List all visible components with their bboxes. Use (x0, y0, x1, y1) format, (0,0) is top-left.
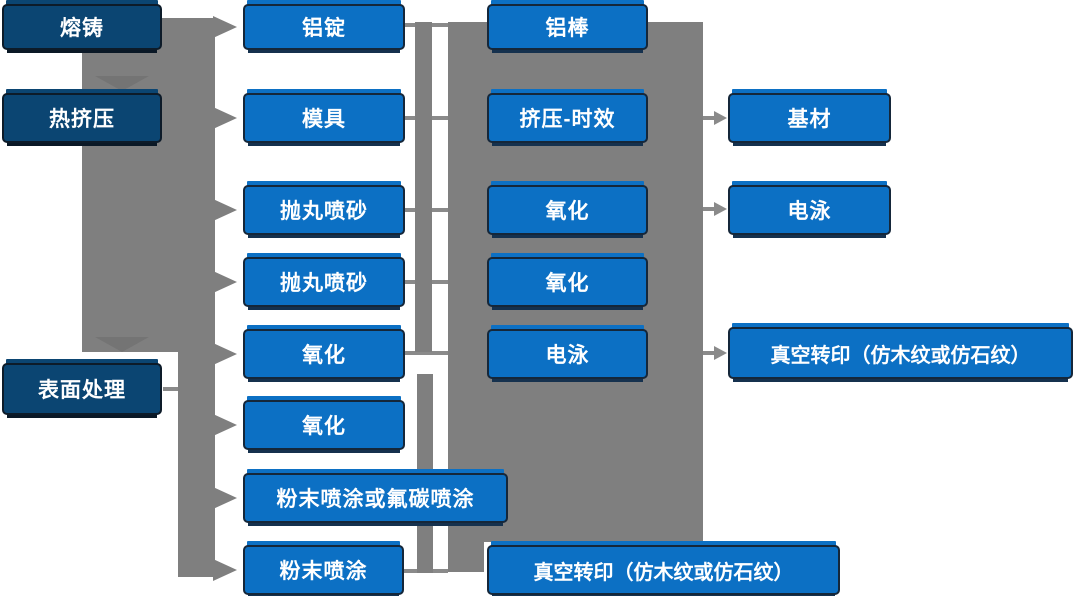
down-arrow-icon-to-hot-extrusion (95, 76, 149, 91)
column3-panel-foot (448, 542, 484, 572)
node-powder-or-fluorocarbon-coating: 粉末喷涂或氟碳喷涂 (243, 473, 508, 523)
node-mold: 模具 (243, 93, 405, 143)
node-base-material: 基材 (728, 93, 891, 143)
node-aluminum-rod: 铝棒 (487, 4, 648, 50)
node-shot-blasting-1: 抛丸喷砂 (243, 185, 405, 235)
arrow-icon-row-6 (213, 414, 237, 436)
node-melting: 熔铸 (2, 4, 162, 50)
node-oxidation-1: 氧化 (243, 329, 405, 379)
flow-band-main (82, 18, 215, 352)
surface-treatment-link-line (163, 387, 178, 391)
node-electrophoresis-1: 电泳 (487, 329, 648, 379)
node-surface-treatment: 表面处理 (2, 363, 162, 415)
node-electrophoresis-2: 电泳 (728, 185, 891, 235)
arrow-icon-row-1 (213, 16, 237, 38)
arrow-icon-to-electrophoresis (714, 202, 727, 216)
mid-tick-row-5 (405, 351, 448, 355)
node-extrusion-aging: 挤压-时效 (487, 93, 648, 143)
node-oxidation-2: 氧化 (243, 400, 405, 450)
arrow-icon-row-5 (213, 343, 237, 365)
arrow-icon-row-8 (213, 559, 237, 581)
arrow-icon-row-7 (213, 487, 237, 509)
flow-band-lower (178, 352, 215, 577)
arrow-icon-row-3 (213, 199, 237, 221)
arrow-line-to-base-material (703, 116, 714, 120)
node-aluminum-ingot: 铝锭 (243, 4, 405, 50)
arrow-icon-row-2 (213, 107, 237, 129)
node-hot-extrusion: 热挤压 (2, 93, 162, 143)
node-oxidation-4: 氧化 (487, 257, 648, 307)
node-oxidation-3: 氧化 (487, 185, 648, 235)
arrow-icon-to-base-material (714, 111, 727, 125)
arrow-icon-row-4 (213, 271, 237, 293)
arrow-icon-to-vacuum-transfer (714, 346, 727, 360)
node-vacuum-transfer-right: 真空转印（仿木纹或仿石纹） (728, 327, 1073, 379)
mid-connector-bar-upper (415, 22, 432, 352)
down-arrow-icon-to-surface-treatment (95, 337, 149, 352)
arrow-line-to-electrophoresis (703, 207, 714, 211)
arrow-line-to-vacuum-transfer (703, 351, 714, 355)
node-shot-blasting-2: 抛丸喷砂 (243, 257, 405, 307)
node-vacuum-transfer-bottom: 真空转印（仿木纹或仿石纹） (487, 545, 840, 595)
node-powder-coating: 粉末喷涂 (243, 545, 404, 595)
